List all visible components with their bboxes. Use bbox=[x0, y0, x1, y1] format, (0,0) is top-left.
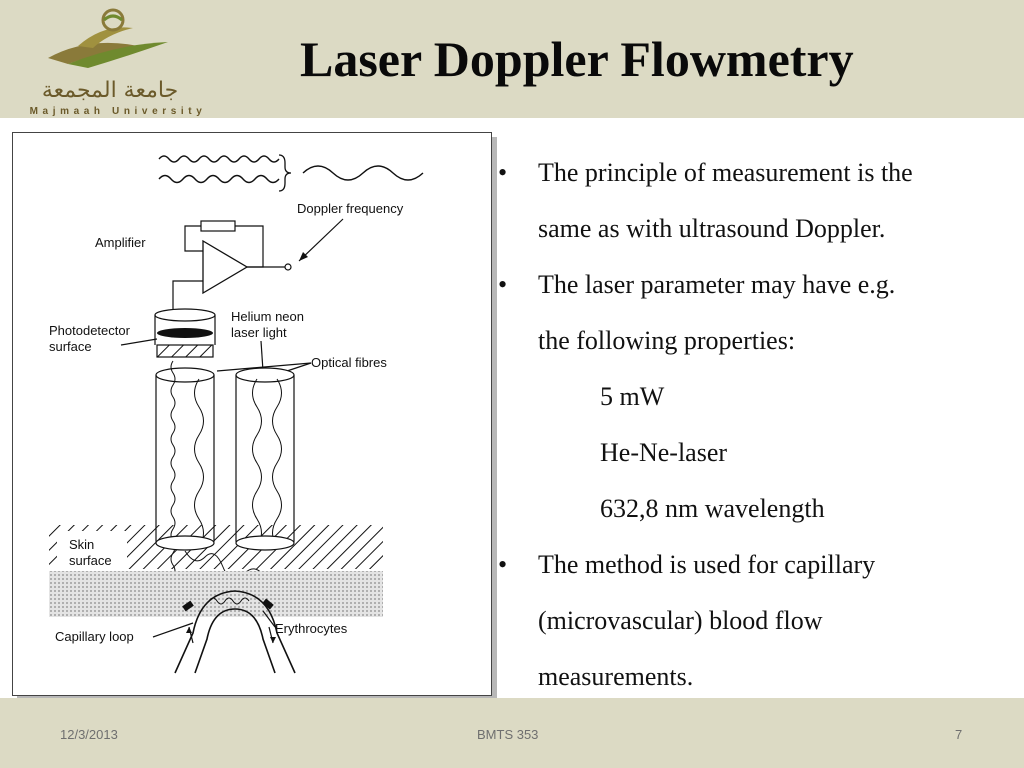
ldf-diagram-figure: Doppler frequency Amplifier Photodetecto… bbox=[12, 132, 492, 696]
property-item: 5 mW bbox=[600, 382, 665, 411]
logo-latin-text: Majmaah University bbox=[29, 106, 207, 117]
university-logo: جامعة المجمعة Majmaah University bbox=[8, 6, 208, 117]
photodetector-label-2: surface bbox=[49, 339, 92, 354]
skin-surface-label-2: surface bbox=[69, 553, 112, 568]
bullet-item-continuation: (microvascular) blood flow bbox=[498, 593, 1008, 649]
bullet-item-continuation: same as with ultrasound Doppler. bbox=[498, 201, 1008, 257]
ldf-diagram: Doppler frequency Amplifier Photodetecto… bbox=[49, 154, 424, 674]
bullet-item-continuation: the following properties: bbox=[498, 313, 1008, 369]
capillary-loop-label: Capillary loop bbox=[55, 629, 134, 644]
photodetector-surface bbox=[157, 328, 213, 338]
laser-wave-top bbox=[158, 155, 280, 163]
footer-date: 12/3/2013 bbox=[60, 727, 118, 742]
bullet-text: The principle of measurement is the bbox=[538, 158, 913, 187]
bullet-text: the following properties: bbox=[538, 326, 796, 355]
feedback-resistor bbox=[200, 220, 236, 232]
helium-neon-label-2: laser light bbox=[231, 325, 287, 340]
bullet-text: measurements. bbox=[538, 662, 694, 691]
bullet-text: (microvascular) blood flow bbox=[538, 606, 823, 635]
header-band: جامعة المجمعة Majmaah University Laser D… bbox=[0, 0, 1024, 118]
property-item: 632,8 nm wavelength bbox=[600, 494, 825, 523]
doppler-wave bbox=[302, 165, 424, 181]
bullet-icon: • bbox=[498, 158, 508, 187]
bullet-icon: • bbox=[498, 550, 508, 579]
optical-fibre-right bbox=[235, 367, 295, 549]
bullet-text: The method is used for capillary bbox=[538, 550, 876, 579]
logo-emblem-icon bbox=[48, 8, 168, 68]
logo-arabic-text: جامعة المجمعة bbox=[41, 78, 179, 103]
bullet-item: • The principle of measurement is the bbox=[498, 145, 1008, 201]
footer-band: 12/3/2013 BMTS 353 7 bbox=[0, 698, 1024, 768]
bullet-list: • The principle of measurement is the sa… bbox=[498, 145, 1008, 705]
bullet-icon: • bbox=[498, 270, 508, 299]
skin-surface-label-1: Skin bbox=[69, 537, 94, 552]
photodetector-label-1: Photodetector bbox=[49, 323, 131, 338]
bullet-item-continuation: measurements. bbox=[498, 649, 1008, 705]
amplifier-label: Amplifier bbox=[95, 235, 146, 250]
capillary-loop bbox=[174, 590, 296, 674]
brace-icon bbox=[278, 154, 292, 192]
bullet-item: • The laser parameter may have e.g. bbox=[498, 257, 1008, 313]
amplifier-triangle bbox=[202, 239, 249, 295]
dermis-layer bbox=[49, 571, 383, 617]
optical-fibres-label: Optical fibres bbox=[311, 355, 387, 370]
bullet-text: same as with ultrasound Doppler. bbox=[538, 214, 886, 243]
footer-page-number: 7 bbox=[955, 727, 963, 742]
bullet-text: The laser parameter may have e.g. bbox=[538, 270, 896, 299]
footer-course-code: BMTS 353 bbox=[477, 727, 539, 742]
slide-title: Laser Doppler Flowmetry bbox=[300, 31, 854, 87]
erythrocytes-label: Erythrocytes bbox=[275, 621, 348, 636]
laser-wave-bottom bbox=[158, 174, 280, 184]
bullet-item: • The method is used for capillary bbox=[498, 537, 1008, 593]
property-item: He-Ne-laser bbox=[600, 438, 728, 467]
doppler-frequency-label: Doppler frequency bbox=[297, 201, 404, 216]
helium-neon-label-1: Helium neon bbox=[231, 309, 304, 324]
